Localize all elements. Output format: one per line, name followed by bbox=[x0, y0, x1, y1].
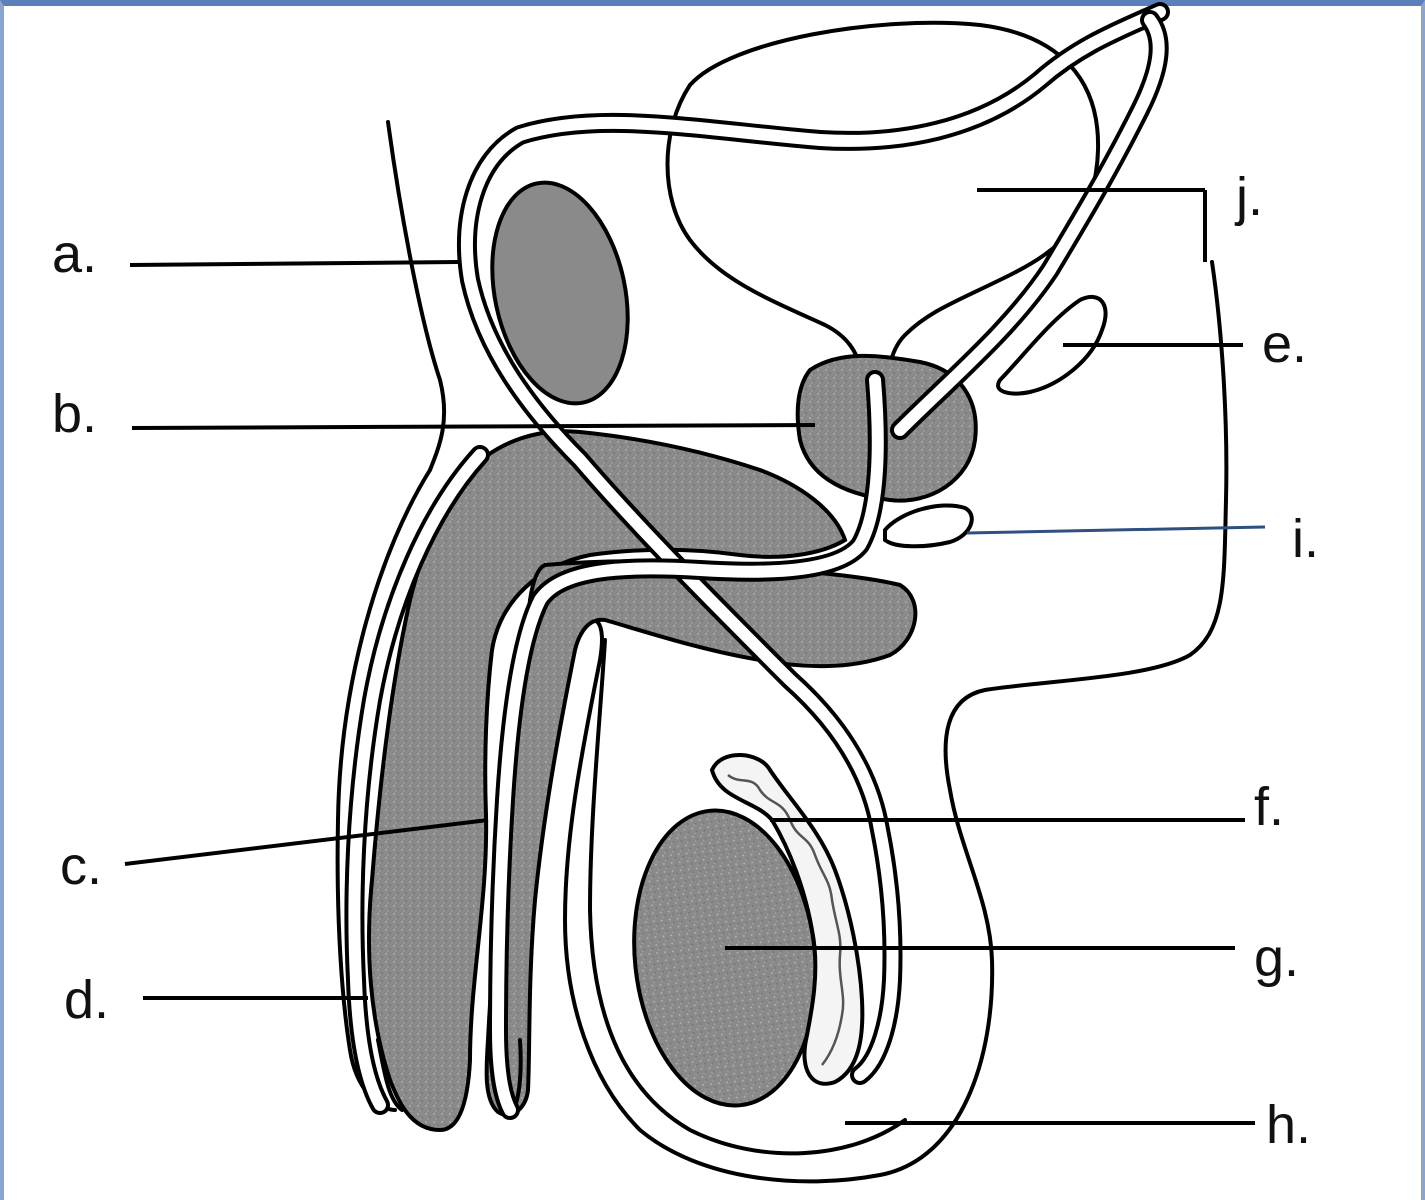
urethra-lumen bbox=[492, 374, 884, 1116]
label-c: c. bbox=[60, 836, 102, 896]
ureter-lumen bbox=[894, 14, 1165, 436]
label-b: b. bbox=[52, 384, 97, 444]
body-outline-right bbox=[563, 260, 1229, 1184]
label-f: f. bbox=[1254, 777, 1284, 837]
label-g: g. bbox=[1254, 928, 1299, 988]
leader-b bbox=[131, 423, 816, 430]
label-a: a. bbox=[52, 224, 97, 284]
label-d: d. bbox=[64, 970, 109, 1030]
pubic-bone bbox=[490, 180, 630, 406]
penis-outline bbox=[335, 468, 432, 1112]
body-outline-left bbox=[386, 120, 447, 472]
glans-fold-left bbox=[376, 1038, 404, 1112]
vas-deferens-lumen bbox=[461, 6, 1166, 1081]
label-e: e. bbox=[1262, 314, 1307, 374]
leader-i bbox=[966, 525, 1266, 535]
bladder bbox=[665, 20, 1101, 377]
penile-skin-inner bbox=[348, 449, 486, 1111]
epididymis bbox=[709, 753, 865, 1086]
epididymis-coils bbox=[727, 773, 845, 1066]
bulbourethral-gland bbox=[883, 503, 974, 549]
seminal-vesicle bbox=[996, 294, 1108, 396]
leader-c bbox=[124, 818, 489, 866]
scrotum-inner bbox=[588, 638, 907, 1156]
label-j: j. bbox=[1234, 167, 1263, 227]
label-h: h. bbox=[1266, 1095, 1311, 1155]
corpus-cavernosum bbox=[367, 429, 848, 1133]
leader-a bbox=[129, 260, 459, 267]
label-i: i. bbox=[1292, 509, 1319, 569]
